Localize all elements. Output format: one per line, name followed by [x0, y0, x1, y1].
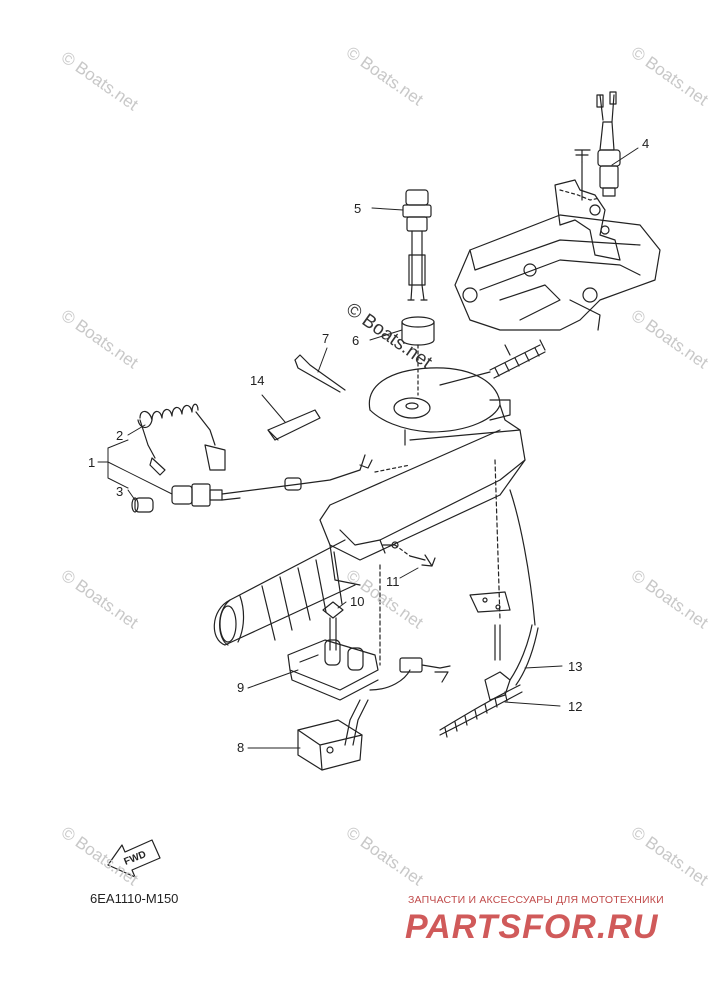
callout-9: 9 [237, 680, 244, 695]
callout-6: 6 [352, 333, 359, 348]
callout-8: 8 [237, 740, 244, 755]
watermarks: © Boats.net © Boats.net © Boats.net © Bo… [58, 43, 712, 890]
part-2-lanyard-drawing [137, 403, 226, 476]
harness-drawing [344, 657, 451, 746]
part-7-pin-drawing [294, 354, 346, 393]
watermark-text: © Boats.net [58, 48, 142, 115]
fwd-arrow-shape [107, 839, 161, 878]
watermark-text: © Boats.net [58, 566, 142, 633]
part-12-13-cable-drawing [439, 489, 539, 738]
part-6-bushing-drawing [401, 316, 435, 396]
callout-13: 13 [568, 659, 582, 674]
callout-4: 4 [642, 136, 649, 151]
callout-10: 10 [350, 594, 364, 609]
callout-14: 14 [250, 373, 264, 388]
part-11-screw-drawing [394, 544, 436, 567]
part-14-tie-drawing [267, 409, 321, 441]
part-1-stop-switch-drawing [171, 454, 411, 507]
callout-11: 11 [386, 574, 400, 589]
callout-2: 2 [116, 428, 123, 443]
callout-12: 12 [568, 699, 582, 714]
part-4-switch-drawing [559, 91, 621, 201]
callout-7: 7 [322, 331, 329, 346]
watermark-text: © Boats.net [628, 306, 712, 373]
diagram-code: 6EA1110-M150 [90, 891, 179, 906]
watermark-text: © Boats.net [343, 43, 427, 110]
part-5-switch-drawing [402, 189, 432, 301]
callout-labels: 1 2 3 4 5 6 7 8 9 10 11 12 13 14 [88, 136, 649, 755]
shop-tagline: ЗАПЧАСТИ И АКСЕССУАРЫ ДЛЯ МОТОТЕХНИКИ [408, 894, 664, 906]
watermark-text: © Boats.net [58, 306, 142, 373]
watermark-text: © Boats.net [628, 823, 712, 890]
part-10-bolt-drawing [322, 601, 344, 651]
tiller-handle-drawing [213, 367, 526, 666]
watermark-text: © Boats.net [343, 823, 427, 890]
watermark-text: © Boats.net [628, 566, 712, 633]
part-3-cap-drawing [131, 497, 154, 513]
shop-logo[interactable]: PARTSFOR.RU [405, 908, 659, 946]
callout-1: 1 [88, 455, 95, 470]
engine-bracket-drawing [454, 179, 661, 356]
part-8-box-drawing [297, 719, 363, 771]
threaded-rod-drawing [439, 344, 546, 386]
callout-5: 5 [354, 201, 361, 216]
watermark-text: © Boats.net [628, 43, 712, 110]
part-9-bracket-drawing [287, 639, 379, 701]
callout-leaders [97, 147, 639, 749]
callout-3: 3 [116, 484, 123, 499]
